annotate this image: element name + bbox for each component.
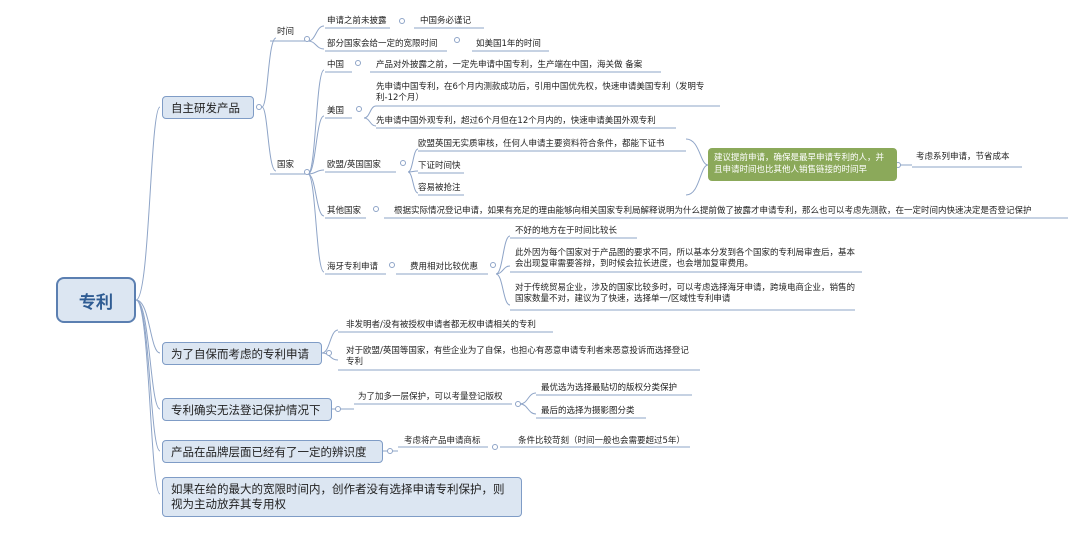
node-eu-self-protect[interactable]: 对于欧盟/英国等国家，有些企业为了自保，也担心有恶意申请专利者来恶意投诉而选择登… [346, 346, 689, 367]
collapse-toggle[interactable] [356, 106, 362, 112]
node-time[interactable]: 时间 [277, 27, 295, 37]
node-hague-text-2[interactable]: 此外因为每个国家对于产品图的要求不同，所以基本分发到各个国家的专利局审查后，基本… [515, 248, 856, 269]
collapse-toggle[interactable] [335, 406, 341, 412]
root-topic[interactable]: 专利 [56, 277, 136, 323]
collapse-toggle[interactable] [400, 160, 406, 166]
node-usa-text-1[interactable]: 先申请中国专利，在6个月内测款成功后，引用中国优先权，快速申请美国专利（发明专利… [376, 82, 705, 103]
collapse-toggle[interactable] [492, 444, 498, 450]
collapse-toggle[interactable] [326, 350, 332, 356]
node-us-one-year[interactable]: 如美国1年的时间 [476, 39, 541, 49]
node-non-inventor[interactable]: 非发明者/没有被授权申请者都无权申请相关的专利 [346, 320, 536, 330]
node-advice-highlight[interactable]: 建议提前申请，确保是最早申请专利的人，并且申请时间也比其他人销售链接的时间早 [708, 148, 897, 181]
collapse-toggle[interactable] [389, 262, 395, 268]
node-other-countries[interactable]: 其他国家 [327, 206, 362, 216]
node-hague-text-1[interactable]: 不好的地方在于时间比较长 [515, 226, 618, 236]
node-china-remember[interactable]: 中国务必谨记 [420, 16, 472, 26]
node-usa-text-2[interactable]: 先申请中国外观专利，超过6个月但在12个月内的，快速申请美国外观专利 [376, 116, 656, 126]
node-trademark[interactable]: 考虑将产品申请商标 [404, 436, 481, 446]
main-topic-copyright[interactable]: 专利确实无法登记保护情况下 [162, 398, 332, 421]
node-china-text[interactable]: 产品对外披露之前，一定先申请中国专利，生产端在中国，海关做 备案 [376, 60, 643, 70]
node-copyright-reason[interactable]: 为了加多一层保护，可以考量登记版权 [358, 392, 503, 402]
collapse-toggle[interactable] [373, 206, 379, 212]
main-topic-self-protection[interactable]: 为了自保而考虑的专利申请 [162, 342, 322, 365]
node-eu[interactable]: 欧盟/英国国家 [327, 160, 381, 170]
collapse-toggle[interactable] [515, 401, 521, 407]
node-eu-text-1[interactable]: 欧盟英国无实质审核，任何人申请主要资料符合条件，都能下证书 [418, 139, 665, 149]
main-topic-brand[interactable]: 产品在品牌层面已经有了一定的辨识度 [162, 440, 383, 463]
node-hague[interactable]: 海牙专利申请 [327, 262, 379, 272]
collapse-toggle[interactable] [304, 169, 310, 175]
node-usa[interactable]: 美国 [327, 106, 345, 116]
collapse-toggle[interactable] [304, 36, 310, 42]
node-hague-cost[interactable]: 费用相对比较优惠 [410, 262, 479, 272]
node-other-text[interactable]: 根据实际情况登记申请，如果有充足的理由能够向相关国家专利局解释说明为什么提前做了… [394, 206, 1032, 216]
collapse-toggle[interactable] [256, 104, 262, 110]
node-china[interactable]: 中国 [327, 60, 345, 70]
collapse-toggle[interactable] [387, 448, 393, 454]
main-topic-abandon[interactable]: 如果在给的最大的宽限时间内，创作者没有选择申请专利保护，则视为主动放弃其专用权 [162, 477, 522, 517]
node-trademark-condition[interactable]: 条件比较苛刻（时间一般也会需要超过5年） [518, 436, 685, 446]
node-not-disclosed[interactable]: 申请之前未披露 [327, 16, 387, 26]
collapse-toggle[interactable] [454, 37, 460, 43]
collapse-toggle[interactable] [490, 262, 496, 268]
main-topic-self-developed[interactable]: 自主研发产品 [162, 96, 254, 119]
node-grace-period[interactable]: 部分国家会给一定的宽限时间 [327, 39, 438, 49]
node-eu-text-2[interactable]: 下证时间快 [418, 161, 461, 171]
node-copyright-best[interactable]: 最优选为选择最贴切的版权分类保护 [541, 383, 678, 393]
node-series-application[interactable]: 考虑系列申请，节省成本 [916, 152, 1010, 162]
collapse-toggle[interactable] [399, 18, 405, 24]
node-hague-text-3[interactable]: 对于传统贸易企业，涉及的国家比较多时，可以考虑选择海牙申请，跨境电商企业，销售的… [515, 283, 856, 304]
node-copyright-photo[interactable]: 最后的选择为摄影图分类 [541, 406, 635, 416]
collapse-toggle[interactable] [355, 60, 361, 66]
node-country[interactable]: 国家 [277, 160, 295, 170]
node-eu-text-3[interactable]: 容易被抢注 [418, 183, 461, 193]
